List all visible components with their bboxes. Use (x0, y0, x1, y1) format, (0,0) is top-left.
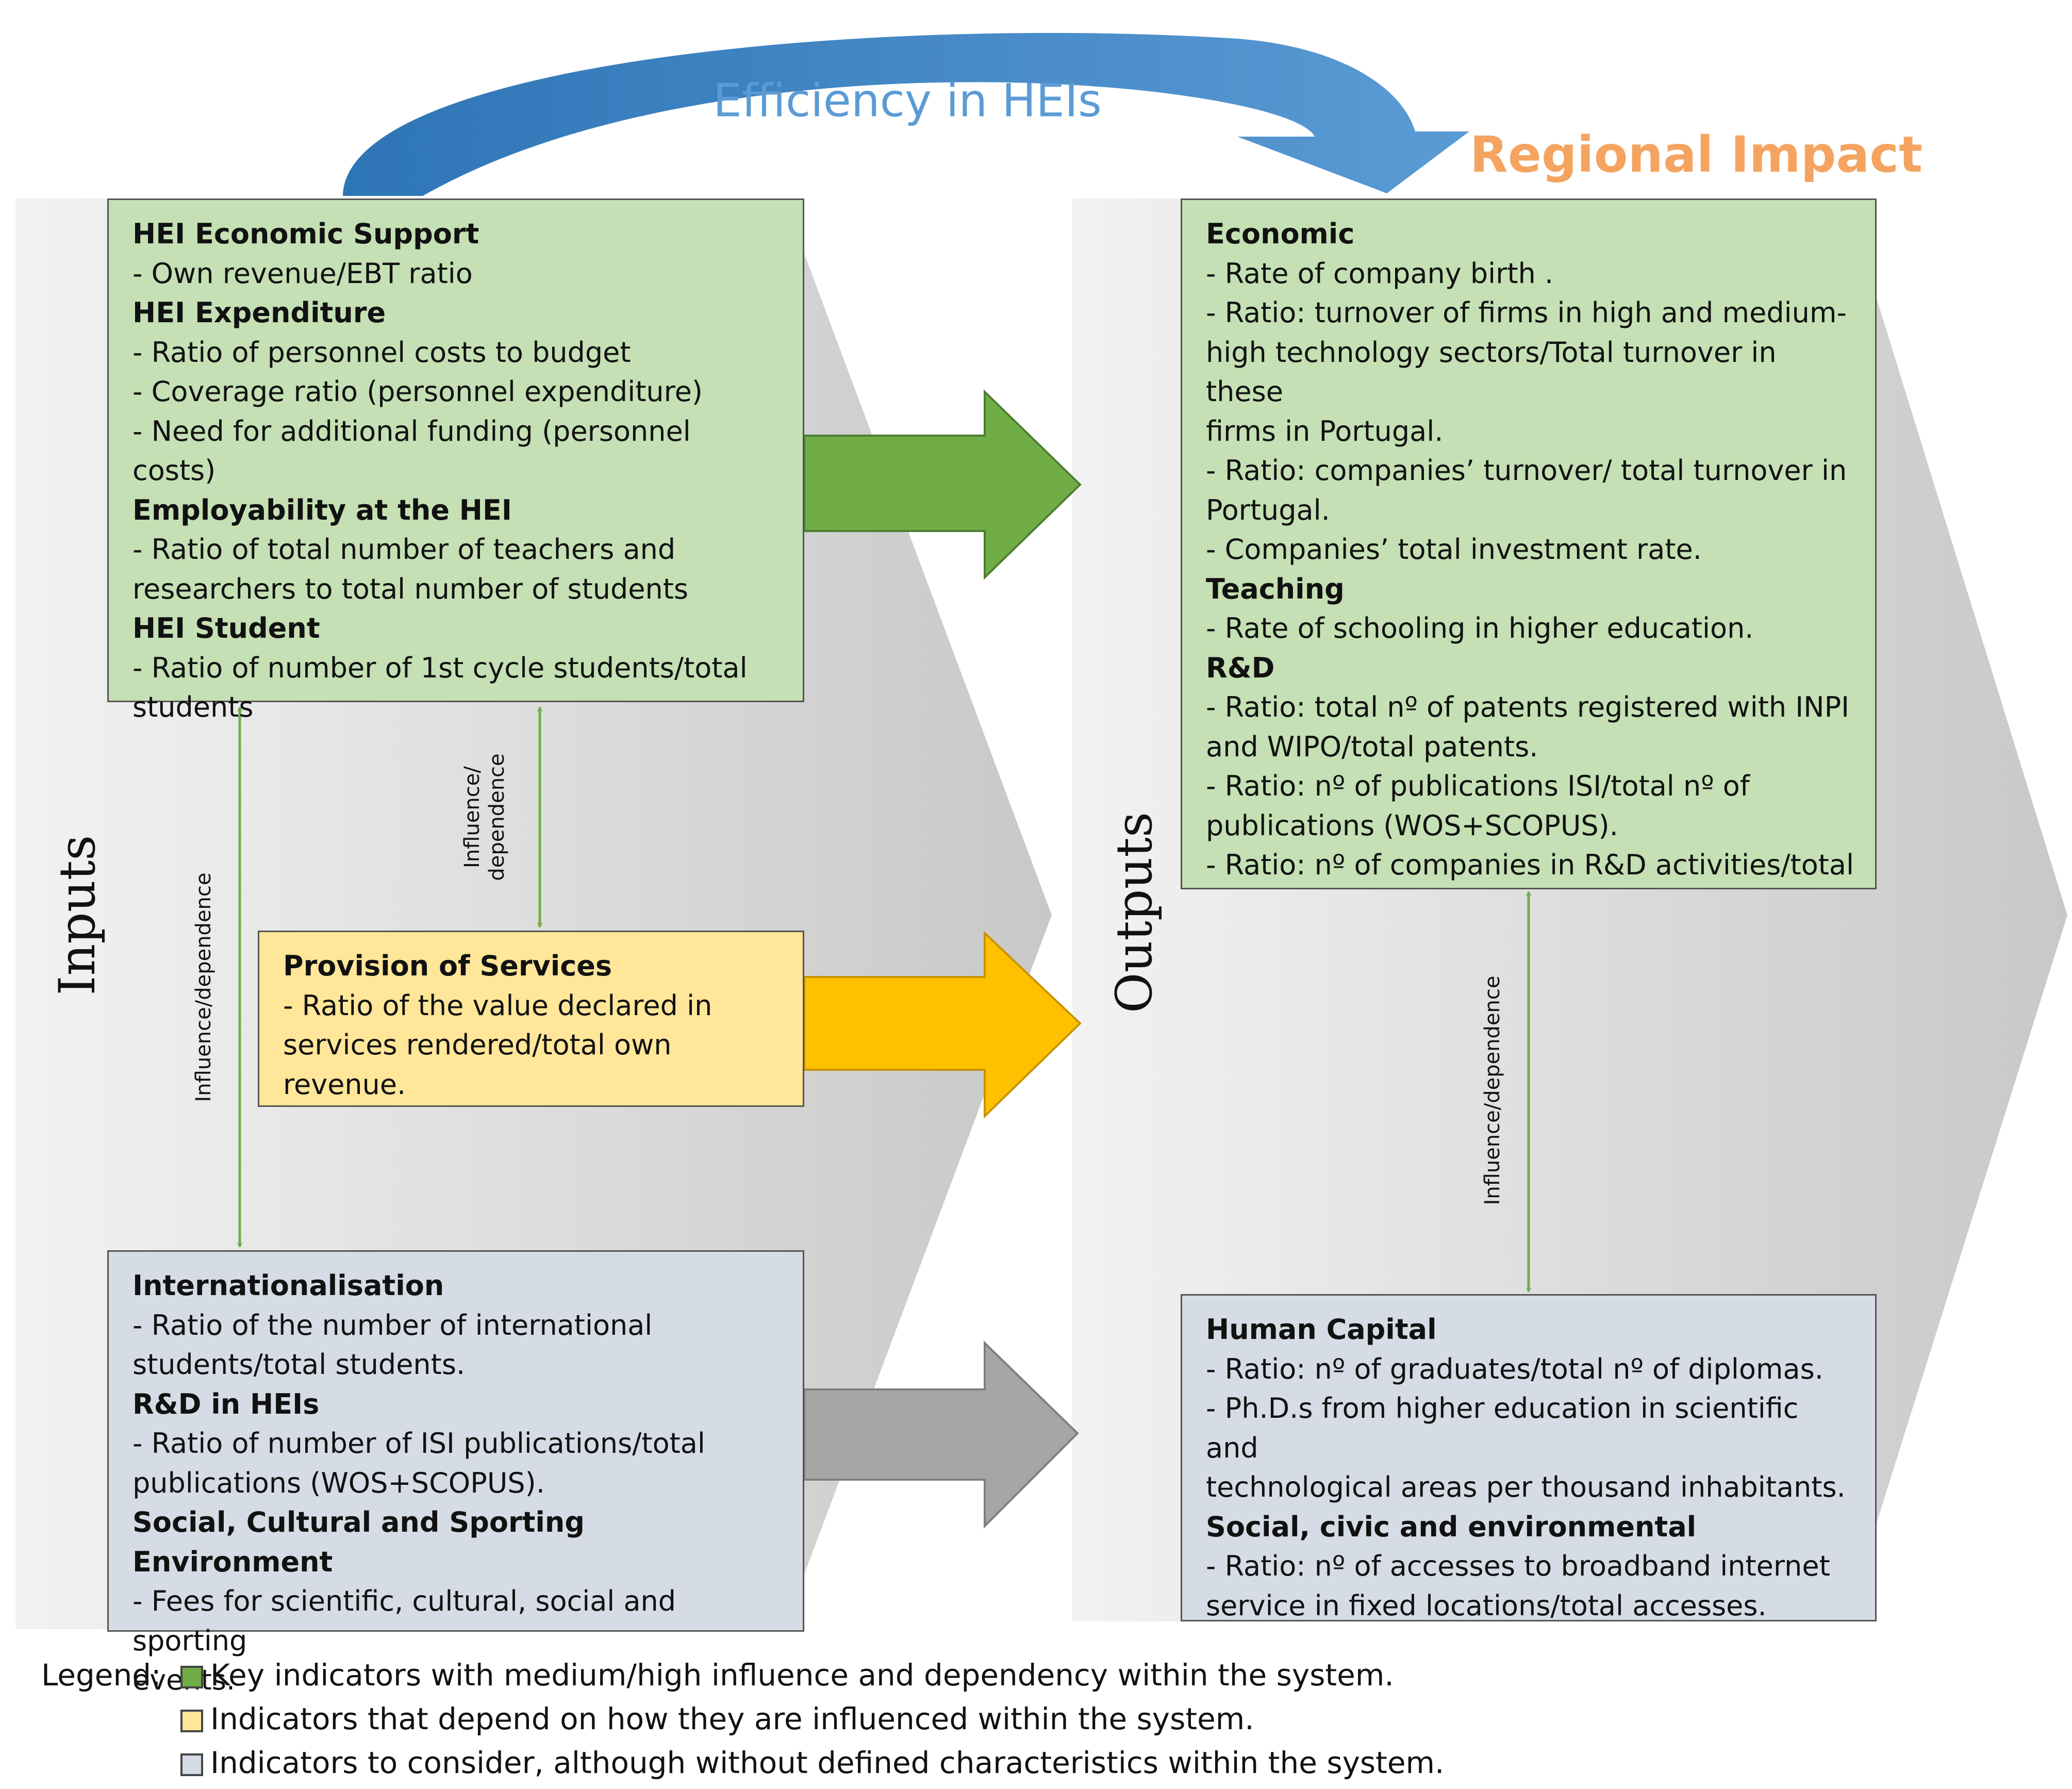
left-link-label: Influence/dependence (192, 872, 216, 1102)
indicator-text: - Rate of company birth . (1206, 257, 1554, 290)
indicator-text: - Ph.D.s from higher education in scient… (1206, 1392, 1808, 1464)
indicator-text: researchers to total number of students (132, 572, 689, 605)
efficiency-title: Efficiency in HEIs (713, 74, 1102, 127)
indicator-text: - Ratio of the value declared in (283, 989, 712, 1022)
indicator-text: - Ratio: nº of accesses to broadband int… (1206, 1550, 1830, 1582)
legend-swatch-yellow (180, 1710, 203, 1732)
indicator-text: - Ratio: nº of graduates/total nº of dip… (1206, 1352, 1824, 1385)
outputs-other-indicators-box: Human Capital - Ratio: nº of graduates/to… (1181, 1294, 1877, 1622)
section-heading: Social, civic and environmental (1206, 1510, 1697, 1543)
inputs-key-indicators-box: HEI Economic Support - Own revenue/EBT ra… (107, 198, 804, 723)
section-heading: HEI Expenditure (132, 296, 386, 329)
section-heading: HEI Economic Support (132, 218, 479, 250)
section-heading: Social, Cultural and Sporting Environmen… (132, 1506, 594, 1578)
middle-link-label-line1: Influence/ (460, 766, 484, 868)
outputs-key-indicators-box: Economic - Rate of company birth . - Ratio… (1181, 198, 1877, 889)
indicator-text: - Ratio of number of ISI publications/to… (132, 1427, 705, 1460)
indicator-text: - Ratio: total nº of patents registered … (1206, 691, 1850, 723)
indicator-text: and WIPO/total patents. (1206, 730, 1538, 763)
indicator-text: publications (WOS+SCOPUS). (1206, 809, 1618, 842)
green-block-arrow (803, 389, 1082, 580)
indicator-text: high technology sectors/Total turnover i… (1206, 336, 1785, 408)
legend-text-yellow: Indicators that depend on how they are i… (210, 1701, 1254, 1736)
indicator-text: Portugal. (1206, 493, 1330, 526)
inputs-label: Inputs (48, 835, 106, 996)
indicator-text: - Ratio of personnel costs to budget (132, 336, 631, 369)
regional-impact-title: Regional Impact (1469, 126, 1923, 184)
indicator-text: - Ratio: companies’ turnover/ total turn… (1206, 454, 1847, 487)
yellow-block-arrow (803, 931, 1082, 1119)
section-heading: Economic (1206, 218, 1355, 250)
indicator-text: students/total students. (132, 1348, 466, 1381)
indicator-text: - Need for additional funding (personnel… (132, 415, 700, 487)
indicator-text: - Ratio: nº of publications ISI/total nº… (1206, 770, 1750, 802)
indicator-text: - Ratio of the number of international (132, 1308, 653, 1341)
indicator-text: - Ratio of total number of teachers and (132, 533, 676, 566)
legend-text-green: Key indicators with medium/high influenc… (210, 1658, 1394, 1693)
indicator-text: firms in Portugal. (1206, 415, 1444, 448)
provision-of-services-box: Provision of Services - Ratio of the valu… (258, 931, 804, 1107)
outputs-label: Outputs (1105, 811, 1163, 1014)
section-heading: Human Capital (1206, 1313, 1437, 1346)
legend-swatch-blue (180, 1753, 203, 1776)
indicator-text: - Coverage ratio (personnel expenditure) (132, 375, 703, 408)
efficiency-curve-arrow (343, 32, 1469, 196)
section-heading: R&D (1206, 651, 1275, 684)
gray-block-arrow (803, 1340, 1079, 1529)
middle-link-label-line2: dependence (485, 753, 509, 881)
legend-swatch-green (180, 1666, 203, 1688)
section-heading: Provision of Services (283, 950, 612, 982)
legend-item-yellow: Indicators that depend on how they are i… (180, 1701, 1254, 1736)
indicator-text: - Ratio of number of 1st cycle students/… (132, 651, 748, 684)
section-heading: HEI Student (132, 612, 320, 644)
indicator-text: publications (WOS+SCOPUS). (132, 1466, 545, 1499)
section-heading: Employability at the HEI (132, 493, 512, 526)
legend-text-blue: Indicators to consider, although without… (210, 1745, 1445, 1780)
legend-item-blue: Indicators to consider, although without… (180, 1745, 1445, 1780)
indicator-text: R&D companies. (1206, 885, 1854, 888)
indicator-text: - Fees for scientific, cultural, social … (132, 1585, 685, 1657)
right-link-label: Influence/dependence (1481, 975, 1504, 1205)
section-heading: Internationalisation (132, 1269, 444, 1302)
indicator-text: technological areas per thousand inhabit… (1206, 1471, 1846, 1503)
section-heading: Teaching (1206, 572, 1345, 605)
indicator-text: - Ratio: nº of companies in R&D activiti… (1206, 849, 1854, 881)
inputs-other-indicators-box: Internationalisation - Ratio of the numbe… (107, 1250, 804, 1696)
legend-item-green: Key indicators with medium/high influenc… (180, 1658, 1394, 1693)
indicator-text: - Own revenue/EBT ratio (132, 257, 473, 290)
indicator-text: - Rate of schooling in higher education. (1206, 612, 1754, 644)
legend-title: Legend: (41, 1658, 161, 1693)
indicator-text: students (132, 691, 254, 723)
indicator-text: services rendered/total own revenue. (283, 1029, 681, 1101)
indicator-text: service in fixed locations/total accesse… (1206, 1589, 1767, 1622)
section-heading: R&D in HEIs (132, 1387, 320, 1420)
indicator-text: - Companies’ total investment rate. (1206, 533, 1702, 566)
indicator-text: - Ratio: turnover of firms in high and m… (1206, 296, 1847, 329)
middle-link-label: Influence/ dependence (460, 753, 509, 881)
